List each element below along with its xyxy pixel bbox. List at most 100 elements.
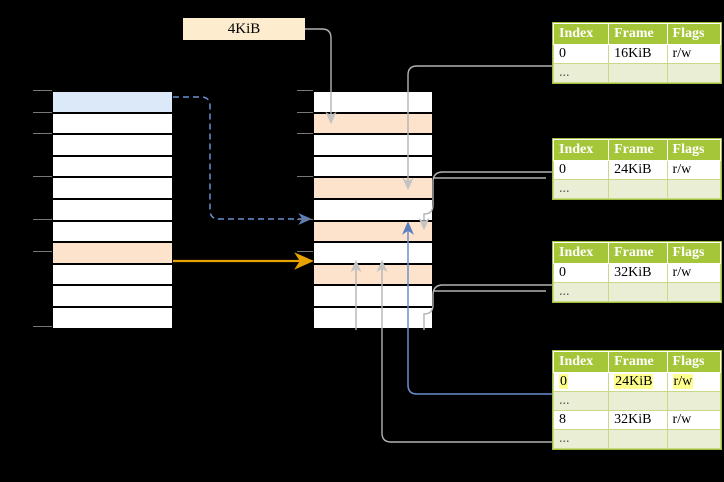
row-tick	[33, 219, 52, 220]
row-tick	[297, 112, 313, 113]
column-header-index: Index	[552, 242, 610, 264]
table-cell: ...	[552, 429, 610, 449]
memory-row[interactable]	[53, 91, 172, 113]
memory-row[interactable]	[314, 134, 432, 156]
row-tick	[33, 133, 52, 134]
column-header-frame: Frame	[608, 23, 668, 45]
page-directory-column	[52, 90, 173, 329]
table-cell	[608, 282, 668, 302]
table-cell: 0	[552, 160, 610, 180]
size-label-4kib: 4KiB	[183, 18, 305, 40]
table-row[interactable]: ...	[552, 429, 722, 449]
memory-row[interactable]	[53, 242, 172, 264]
column-header-flags: Flags	[666, 139, 722, 161]
page-table-column	[313, 90, 433, 329]
memory-row[interactable]	[314, 177, 432, 199]
row-tick	[33, 176, 52, 177]
table-cell	[608, 63, 668, 83]
memory-row[interactable]	[314, 220, 432, 243]
table-cell: 16KiB	[608, 44, 668, 64]
memory-row[interactable]	[314, 263, 432, 286]
table-cell: 24KiB	[608, 160, 668, 180]
memory-row[interactable]	[53, 263, 172, 286]
table-cell: 24KiB	[608, 372, 668, 392]
table-cell	[666, 282, 722, 302]
memory-row[interactable]	[314, 155, 432, 178]
memory-row[interactable]	[53, 134, 172, 156]
memory-row[interactable]	[53, 220, 172, 243]
highlighted-value: r/w	[672, 374, 694, 389]
column-header-frame: Frame	[608, 139, 668, 161]
table-cell	[608, 179, 668, 199]
table-cell	[666, 391, 722, 411]
memory-row[interactable]	[314, 91, 432, 113]
column-header-frame: Frame	[608, 242, 668, 264]
table-row[interactable]: ...	[552, 282, 722, 302]
row-tick	[297, 251, 313, 252]
memory-row[interactable]	[53, 199, 172, 221]
table-cell: 0	[552, 44, 610, 64]
table-cell: r/w	[666, 372, 722, 392]
row-tick	[33, 90, 52, 91]
memory-row[interactable]	[53, 155, 172, 178]
highlighted-value: 0	[559, 374, 568, 389]
memory-row[interactable]	[314, 307, 432, 329]
table-row[interactable]: 0 24KiB r/w	[552, 372, 722, 392]
memory-row[interactable]	[53, 177, 172, 199]
table-row[interactable]: ...	[552, 391, 722, 411]
table-cell: r/w	[666, 44, 722, 64]
memory-row[interactable]	[314, 112, 432, 135]
table-cell	[666, 179, 722, 199]
row-tick	[297, 176, 313, 177]
memory-row[interactable]	[53, 307, 172, 329]
memory-row[interactable]	[314, 285, 432, 307]
row-tick	[33, 112, 52, 113]
table-cell	[608, 429, 668, 449]
table-row[interactable]: ...	[552, 179, 722, 199]
table-cell: 32KiB	[608, 263, 668, 283]
table-cell: 32KiB	[608, 410, 668, 430]
table-cell: 0	[552, 372, 610, 392]
table-cell: r/w	[666, 160, 722, 180]
column-header-flags: Flags	[666, 351, 722, 373]
row-tick	[297, 90, 313, 91]
row-tick	[297, 133, 313, 134]
table-cell	[666, 63, 722, 83]
memory-row[interactable]	[314, 199, 432, 221]
column-header-flags: Flags	[666, 242, 722, 264]
table-cell: r/w	[666, 410, 722, 430]
table-row[interactable]: ...	[552, 63, 722, 83]
table-cell	[608, 391, 668, 411]
table-cell: 8	[552, 410, 610, 430]
column-header-index: Index	[552, 23, 610, 45]
table-cell: ...	[552, 282, 610, 302]
memory-row[interactable]	[314, 242, 432, 264]
column-header-flags: Flags	[666, 23, 722, 45]
table-cell: ...	[552, 63, 610, 83]
row-tick	[297, 219, 313, 220]
table-cell: 0	[552, 263, 610, 283]
table-cell: ...	[552, 179, 610, 199]
row-tick	[33, 326, 52, 327]
memory-row[interactable]	[53, 112, 172, 135]
table-cell: r/w	[666, 263, 722, 283]
column-header-frame: Frame	[608, 351, 668, 373]
row-tick	[33, 251, 52, 252]
column-header-index: Index	[552, 351, 610, 373]
column-header-index: Index	[552, 139, 610, 161]
memory-row[interactable]	[53, 285, 172, 307]
highlighted-value: 24KiB	[614, 374, 654, 389]
